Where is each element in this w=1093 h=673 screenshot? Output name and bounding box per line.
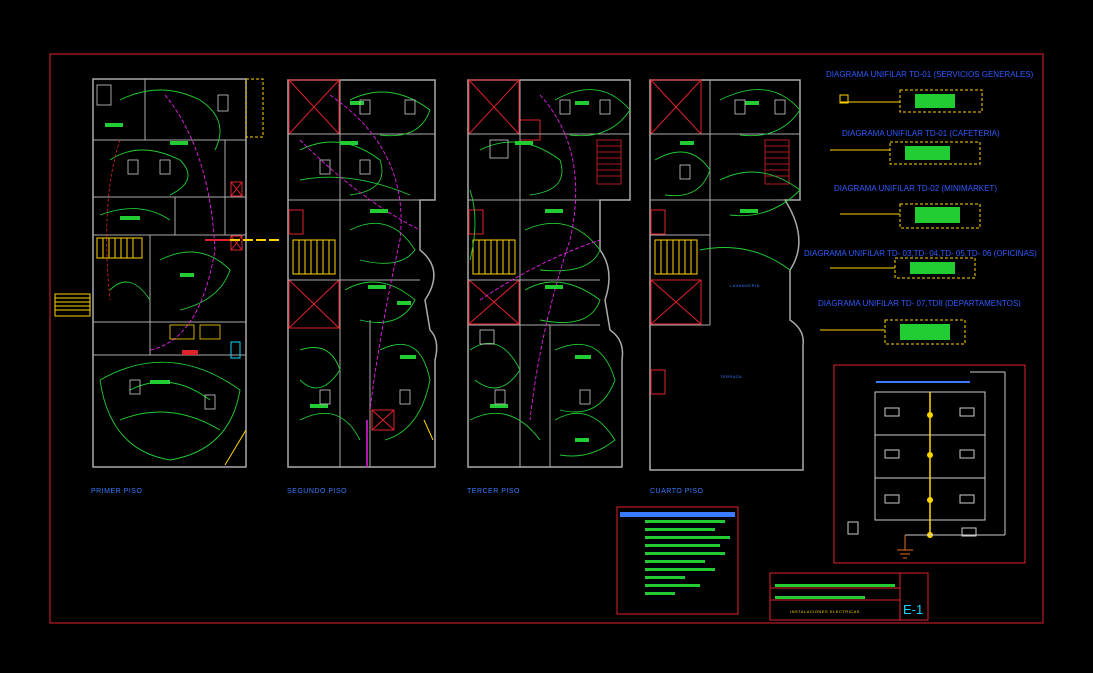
diagram-title-5: DIAGRAMA UNIFILAR TD- 07,TD8 (DEPARTAMEN… (818, 299, 1021, 308)
floor-plan-2 (287, 79, 438, 468)
riser-diagram (833, 364, 1026, 564)
legend-table (616, 506, 739, 615)
diagram-title-3: DIAGRAMA UNIFILAR TD-02 (MINIMARKET) (834, 184, 997, 193)
title-block (769, 572, 929, 621)
floor-label-3: TERCER PISO (467, 488, 520, 495)
floor-label-4: CUARTO PISO (650, 488, 704, 495)
room-label-terraza: TERRAZA (720, 374, 743, 379)
floor-label-2: SEGUNDO PISO (287, 488, 348, 495)
floor-plan-1 (54, 78, 282, 468)
floor-plan-4 (649, 79, 804, 471)
room-label-lavanderia: LAVANDERIA (730, 283, 760, 288)
title-block-subject: INSTALACIONES ELECTRICAS (790, 609, 860, 614)
unifilar-diagrams (820, 89, 983, 345)
diagram-title-2: DIAGRAMA UNIFILAR TD-01 (CAFETERIA) (842, 129, 1000, 138)
floor-plan-3 (467, 79, 631, 468)
sheet-number: E-1 (903, 602, 924, 617)
diagram-title-4: DIAGRAMA UNIFILAR TD- 03,TD- 04,TD- 05,T… (804, 249, 1037, 258)
diagram-title-1: DIAGRAMA UNIFILAR TD-01 (SERVICIOS GENER… (826, 70, 1034, 79)
sheet-border (49, 53, 1044, 624)
floor-label-1: PRIMER PISO (91, 488, 143, 495)
